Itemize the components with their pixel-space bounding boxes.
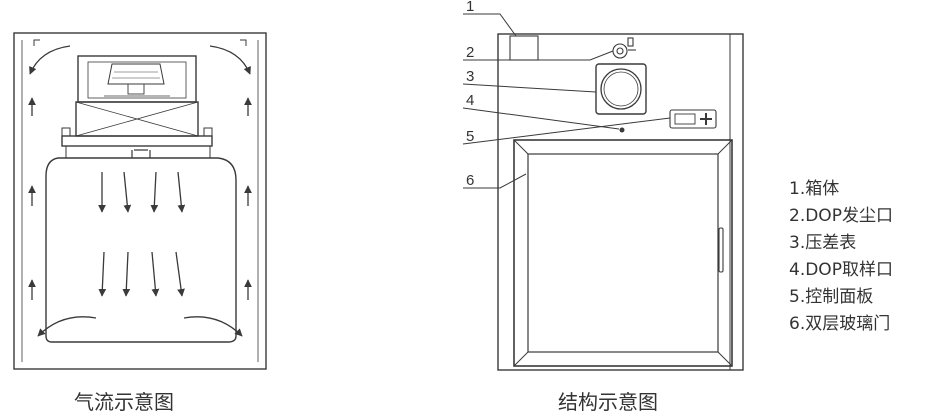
top-curve-arrow-left [29, 45, 71, 75]
door-handle[interactable] [718, 227, 724, 273]
airflow-bracket-left [33, 39, 40, 46]
hepa-filter [61, 101, 213, 159]
legend-list: 1.箱体 2.DOP发尘口 3.压差表 4.DOP取样口 5.控制面板 6.双层… [789, 176, 893, 338]
callout-leaders [462, 13, 671, 189]
callout-number-2: 2 [466, 44, 474, 61]
bottom-curve-arrow-right [183, 316, 243, 337]
airflow-caption: 气流示意图 [74, 390, 174, 414]
chamber-hook [131, 149, 151, 158]
control-panel [669, 109, 717, 129]
structure-diagram [462, 13, 744, 371]
callout-number-1: 1 [466, 0, 474, 15]
legend-item-dop-sampling-port: 4.DOP取样口 [789, 260, 893, 280]
return-air-arrows [28, 97, 252, 300]
airflow-diagram [13, 32, 267, 370]
fan-unit [77, 55, 197, 103]
dop-challenge-port [612, 37, 636, 59]
laminar-flow-arrows [98, 171, 186, 297]
callout-number-group: 1 2 3 4 5 6 [466, 0, 474, 189]
dop-sampling-port [619, 127, 625, 133]
callout-number-5: 5 [466, 128, 474, 145]
legend-item-control-panel: 5.控制面板 [789, 287, 874, 307]
glass-door [513, 139, 733, 367]
callout-number-4: 4 [466, 92, 474, 109]
structure-caption: 结构示意图 [558, 390, 658, 414]
airflow-chamber [45, 157, 237, 343]
legend-item-glass-door: 6.双层玻璃门 [789, 314, 891, 334]
structure-cabinet-outline [497, 33, 744, 371]
pressure-gauge [595, 63, 647, 115]
airflow-bracket-right [240, 39, 247, 46]
callout-number-3: 3 [466, 68, 474, 85]
legend-item-pressure-gauge: 3.压差表 [789, 233, 857, 253]
top-curve-arrow-right [209, 45, 251, 75]
legend-item-cabinet: 1.箱体 [789, 179, 840, 199]
top-left-box [509, 35, 539, 61]
legend-item-dop-challenge-port: 2.DOP发尘口 [789, 206, 893, 226]
bottom-curve-arrow-left [37, 316, 97, 337]
airflow-cabinet-outline [13, 32, 267, 370]
callout-number-6: 6 [466, 172, 474, 189]
